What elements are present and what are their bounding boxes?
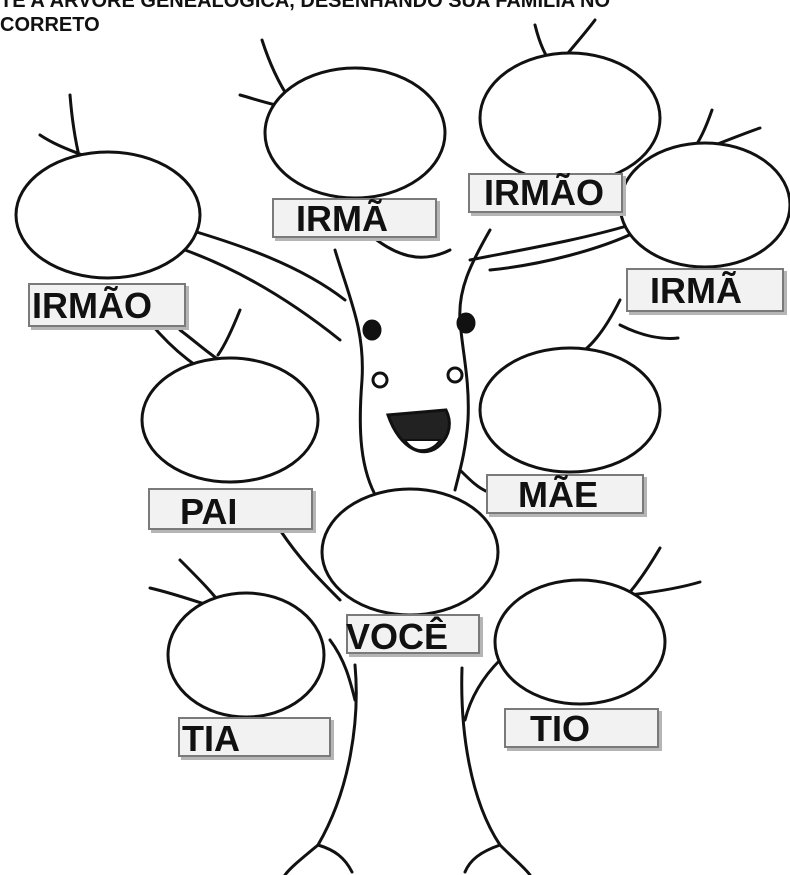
trunk-root-left — [316, 843, 354, 874]
left-eye — [362, 319, 382, 341]
branch-upper-left — [183, 248, 342, 342]
right-eye — [456, 312, 476, 334]
branch-lower-right — [458, 468, 490, 494]
photo-frame-irmao-top — [478, 51, 662, 185]
instructions-text: TE A ÁRVORE GENEALÓGICA, DESENHANDO SUA … — [0, 0, 790, 37]
photo-frame-irma-top — [263, 66, 447, 200]
tongue — [403, 439, 442, 452]
photo-frame-irma-right — [618, 141, 790, 269]
left-cheek — [371, 371, 389, 389]
branch-upper-left-2 — [188, 228, 347, 302]
label-pai: PAI — [148, 488, 313, 530]
trunk-left-edge — [283, 663, 358, 875]
twig-bottom-right — [628, 546, 702, 597]
photo-frame-tia — [166, 591, 326, 719]
label-tio: TIO — [504, 708, 659, 748]
label-voce-text: VOCÊ — [346, 616, 449, 657]
branch-center-top — [368, 233, 452, 259]
label-irmao-left: IRMÃO — [28, 283, 186, 327]
label-irmao-left-text: IRMÃO — [32, 285, 152, 326]
branch-bottom-right — [463, 658, 502, 722]
label-irma-right: IRMÃ — [626, 268, 784, 312]
tree-face — [362, 312, 476, 454]
label-tia: TIA — [178, 717, 331, 757]
label-irma-right-text: IRMÃ — [650, 270, 742, 311]
branch-right-mid — [488, 228, 642, 272]
label-pai-text: PAI — [180, 491, 238, 532]
trunk-right-edge — [460, 666, 532, 875]
label-irmao-top-text: IRMÃO — [484, 172, 604, 213]
branch-lower-left — [278, 528, 342, 602]
label-irma-top: IRMÃ — [272, 198, 437, 238]
branch-bottom-left — [328, 638, 357, 702]
photo-frame-voce — [320, 487, 500, 617]
trunk-body-left — [333, 248, 380, 502]
label-tia-text: TIA — [182, 718, 240, 759]
label-irma-top-text: IRMÃ — [296, 198, 388, 239]
label-tio-text: TIO — [530, 708, 590, 749]
photo-frame-irmao-left — [14, 150, 202, 280]
photo-frame-tio — [493, 578, 667, 706]
branch-right-upper — [468, 223, 632, 262]
label-voce: VOCÊ — [346, 614, 480, 657]
instructions-line-2: CORRETO — [0, 14, 100, 36]
photo-frame-pai — [140, 356, 320, 484]
trunk-body-right — [453, 228, 492, 492]
label-mae: MÃE — [486, 474, 644, 514]
photo-frame-mae — [478, 346, 662, 474]
instructions-line-1: TE A ÁRVORE GENEALÓGICA, DESENHANDO SUA … — [0, 0, 611, 12]
label-mae-text: MÃE — [518, 474, 598, 515]
right-cheek — [446, 366, 464, 384]
twig-left-top — [38, 93, 84, 162]
trunk-root-right — [463, 843, 502, 874]
label-irmao-top: IRMÃO — [468, 173, 623, 213]
twig-mae — [618, 323, 680, 340]
twig-left-mid — [216, 308, 242, 357]
